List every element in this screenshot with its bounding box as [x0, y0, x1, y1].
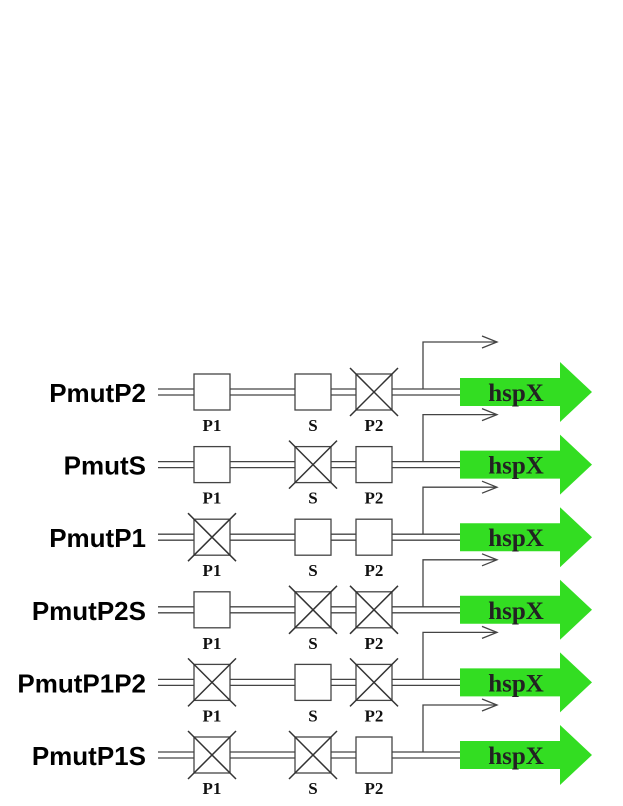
construct-label: PmutP2S [32, 596, 146, 626]
gene-label: hspX [488, 525, 544, 552]
construct-label: PmutP1P2 [17, 668, 146, 698]
transcription-start-arrow [422, 413, 497, 462]
gene-arrow [460, 652, 592, 713]
gene-arrow [460, 579, 592, 640]
site-label-s: S [308, 561, 317, 580]
site-label-s: S [308, 634, 317, 653]
site-box-p1 [193, 591, 231, 629]
mutation-cross [187, 657, 237, 707]
gene-label: hspX [488, 670, 544, 697]
arrow-head [481, 335, 499, 349]
arrow-head [481, 480, 499, 494]
site-box-p2 [355, 736, 393, 774]
site-label-p2: P2 [365, 561, 384, 580]
gene-arrow [460, 362, 592, 422]
transcription-start-arrow [422, 704, 497, 752]
construct-label: PmutS [64, 451, 146, 481]
site-label-p2: P2 [365, 706, 384, 725]
transcription-start-arrow [422, 559, 497, 607]
site-label-p2: P2 [365, 489, 384, 508]
mutation-cross [288, 730, 338, 780]
transcription-start-arrow [422, 631, 497, 680]
site-label-s: S [308, 489, 317, 508]
mutation-cross [187, 512, 237, 562]
construct-label: PmutP1S [32, 741, 146, 771]
arrow-head [481, 553, 499, 567]
site-label-p1: P1 [203, 561, 222, 580]
site-label-p2: P2 [365, 634, 384, 653]
mutation-cross [349, 657, 399, 707]
site-box-p2 [355, 518, 393, 556]
site-box-p1 [193, 373, 231, 411]
mutation-cross [349, 367, 399, 417]
gene-arrow [460, 725, 592, 785]
mutation-cross [187, 730, 237, 780]
site-label-s: S [308, 416, 317, 435]
site-label-p1: P1 [203, 706, 222, 725]
mutation-cross [349, 585, 399, 635]
site-label-p1: P1 [203, 634, 222, 653]
mutation-cross [288, 440, 338, 490]
site-label-p1: P1 [203, 416, 222, 435]
construct-label: PmutP2 [49, 378, 146, 408]
arrow-head [481, 698, 499, 712]
site-box-p2 [355, 445, 393, 484]
site-box-s [294, 518, 332, 556]
site-label-s: S [308, 779, 317, 798]
site-label-p1: P1 [203, 779, 222, 798]
gene-arrow [460, 507, 592, 568]
gene-arrow [460, 434, 592, 495]
site-label-p1: P1 [203, 489, 222, 508]
gene-label: hspX [488, 598, 544, 625]
site-box-s [294, 373, 332, 411]
site-box-p1 [193, 445, 231, 484]
site-label-p2: P2 [365, 779, 384, 798]
gene-label: hspX [488, 380, 544, 407]
site-box-s [294, 663, 332, 702]
transcription-start-arrow [422, 341, 497, 389]
site-label-s: S [308, 706, 317, 725]
arrow-head [481, 407, 499, 422]
transcription-start-arrow [422, 486, 497, 535]
arrow-head [481, 625, 499, 640]
site-label-p2: P2 [365, 416, 384, 435]
gene-label: hspX [488, 743, 544, 770]
construct-label: PmutP1 [49, 523, 146, 553]
mutation-cross [288, 585, 338, 635]
gene-label: hspX [488, 453, 544, 480]
